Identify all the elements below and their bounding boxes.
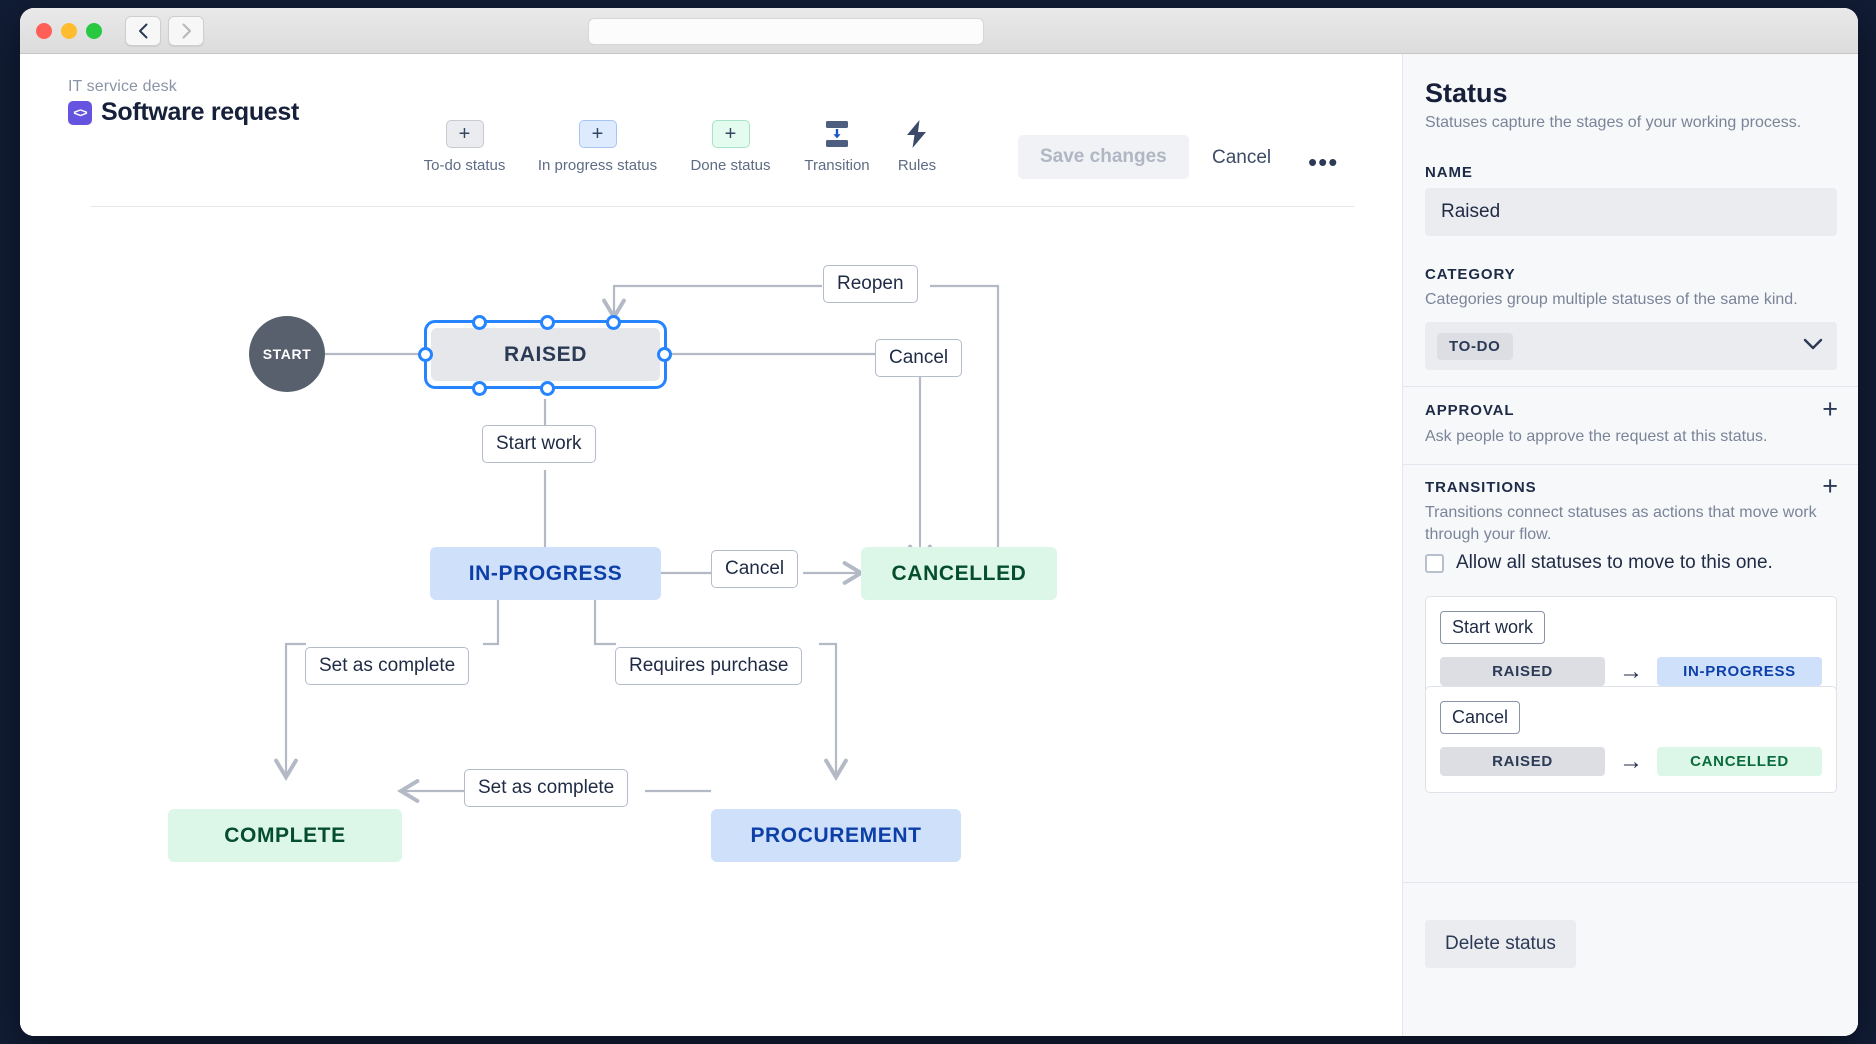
browser-window: IT service desk <> Software request + To… xyxy=(20,8,1858,1036)
back-button[interactable] xyxy=(125,16,161,46)
window-controls xyxy=(36,23,102,39)
panel-subtitle: Statuses capture the stages of your work… xyxy=(1425,114,1802,131)
plus-icon: + xyxy=(445,120,484,148)
category-description: Categories group multiple statuses of th… xyxy=(1425,291,1798,308)
lightning-icon xyxy=(898,120,936,148)
status-node-raised[interactable]: RAISED xyxy=(431,328,660,381)
name-label: NAME xyxy=(1425,164,1473,181)
start-node[interactable]: START xyxy=(249,316,325,392)
allow-all-statuses-checkbox[interactable] xyxy=(1425,553,1444,573)
chevron-down-icon xyxy=(1803,337,1823,355)
code-brackets-icon: <> xyxy=(68,100,92,125)
maximize-window-button[interactable] xyxy=(86,23,102,39)
save-changes-button[interactable]: Save changes xyxy=(1018,135,1189,179)
transition-name[interactable]: Start work xyxy=(1440,611,1546,644)
status-name-input[interactable]: Raised xyxy=(1425,188,1837,236)
panel-divider-3 xyxy=(1403,882,1858,883)
transition-name[interactable]: Cancel xyxy=(1440,701,1521,734)
page-body: IT service desk <> Software request + To… xyxy=(20,54,1858,1036)
transition-icon xyxy=(818,120,856,148)
tool-label: In progress status xyxy=(537,157,658,174)
transition-card[interactable]: Start work RAISED → IN-PROGRESS xyxy=(1425,596,1837,703)
transition-to-chip: CANCELLED xyxy=(1657,747,1822,776)
breadcrumb[interactable]: IT service desk xyxy=(68,78,177,95)
plus-icon: + xyxy=(578,120,617,148)
approval-label: APPROVAL xyxy=(1425,402,1515,419)
minimize-window-button[interactable] xyxy=(61,23,77,39)
forward-button[interactable] xyxy=(168,16,204,46)
transition-flow: RAISED → CANCELLED xyxy=(1440,747,1822,776)
arrow-right-icon: → xyxy=(1619,747,1643,775)
resize-handle-top-right[interactable] xyxy=(540,315,555,330)
editor-toolbar: + To-do status + In progress status + Do… xyxy=(398,120,957,174)
panel-title: Status xyxy=(1425,78,1508,108)
plus-icon: + xyxy=(711,120,750,148)
edge-label-set-as-complete-progress[interactable]: Set as complete xyxy=(305,647,470,685)
status-details-panel: Status Statuses capture the stages of yo… xyxy=(1402,54,1858,1036)
status-node-procurement[interactable]: PROCUREMENT xyxy=(711,809,961,862)
edge-label-requires-purchase[interactable]: Requires purchase xyxy=(615,647,803,685)
transitions-description: Transitions connect statuses as actions … xyxy=(1425,504,1817,543)
tool-label: Transition xyxy=(804,157,870,174)
tool-label: To-do status xyxy=(423,157,506,174)
page-title: Software request xyxy=(101,98,300,126)
transition-from-chip: RAISED xyxy=(1440,657,1605,686)
edge-label-start-work[interactable]: Start work xyxy=(482,425,596,463)
add-transition-button[interactable]: + xyxy=(1822,471,1838,501)
add-todo-status-tool[interactable]: + To-do status xyxy=(398,120,531,174)
edge-label-cancel-raised[interactable]: Cancel xyxy=(875,339,963,377)
status-node-in-progress[interactable]: IN-PROGRESS xyxy=(430,547,661,600)
delete-status-button[interactable]: Delete status xyxy=(1425,920,1576,968)
connect-handle-top[interactable] xyxy=(606,315,621,330)
edge-label-cancel-progress[interactable]: Cancel xyxy=(711,550,799,588)
resize-handle-bottom-right[interactable] xyxy=(540,381,555,396)
resize-handle-bottom-left[interactable] xyxy=(472,381,487,396)
rules-tool[interactable]: Rules xyxy=(877,120,957,174)
allow-all-statuses-row[interactable]: Allow all statuses to move to this one. xyxy=(1425,552,1773,574)
cancel-button[interactable]: Cancel xyxy=(1212,147,1272,168)
toolbar-divider xyxy=(90,206,1354,207)
window-titlebar xyxy=(20,8,1858,54)
address-bar[interactable] xyxy=(588,18,984,45)
resize-handle-top-left[interactable] xyxy=(472,315,487,330)
transitions-label: TRANSITIONS xyxy=(1425,479,1537,496)
navigation-buttons xyxy=(125,16,204,46)
resize-handle-right[interactable] xyxy=(657,347,672,362)
category-select[interactable]: TO-DO xyxy=(1425,322,1837,370)
workflow-canvas[interactable]: START RAISED IN-PROGRESS CANCELLED COMPL… xyxy=(20,224,1402,1036)
workflow-edges xyxy=(274,284,1000,803)
resize-handle-left[interactable] xyxy=(418,347,433,362)
add-inprogress-status-tool[interactable]: + In progress status xyxy=(531,120,664,174)
status-node-complete[interactable]: COMPLETE xyxy=(168,809,402,862)
allow-all-statuses-label: Allow all statuses to move to this one. xyxy=(1456,552,1773,573)
category-label: CATEGORY xyxy=(1425,266,1516,283)
more-options-icon[interactable]: ••• xyxy=(1308,147,1339,177)
arrow-right-icon: → xyxy=(1619,657,1643,685)
panel-divider-1 xyxy=(1403,386,1858,387)
tool-label: Done status xyxy=(690,157,771,174)
transition-flow: RAISED → IN-PROGRESS xyxy=(1440,657,1822,686)
edge-label-reopen[interactable]: Reopen xyxy=(823,265,918,303)
selection-outline xyxy=(424,320,667,389)
tool-label: Rules xyxy=(897,157,937,174)
editor-pane: IT service desk <> Software request + To… xyxy=(20,54,1402,1036)
transition-from-chip: RAISED xyxy=(1440,747,1605,776)
chevron-left-icon xyxy=(138,23,147,39)
approval-description: Ask people to approve the request at thi… xyxy=(1425,428,1768,445)
add-transition-tool[interactable]: Transition xyxy=(797,120,877,174)
close-window-button[interactable] xyxy=(36,23,52,39)
add-approval-button[interactable]: + xyxy=(1822,394,1838,424)
panel-divider-2 xyxy=(1403,464,1858,465)
status-node-cancelled[interactable]: CANCELLED xyxy=(861,547,1057,600)
edge-label-set-as-complete-procurement[interactable]: Set as complete xyxy=(464,769,629,807)
page-title-row: <> Software request xyxy=(68,98,299,127)
add-done-status-tool[interactable]: + Done status xyxy=(664,120,797,174)
chevron-right-icon xyxy=(182,23,191,39)
transition-to-chip: IN-PROGRESS xyxy=(1657,657,1822,686)
category-chip: TO-DO xyxy=(1437,332,1513,360)
transition-card[interactable]: Cancel RAISED → CANCELLED xyxy=(1425,686,1837,793)
